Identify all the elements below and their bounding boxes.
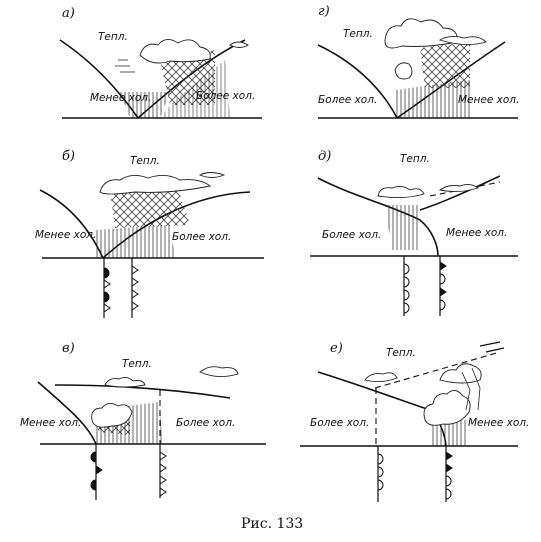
panel-d: д) Тепл. Более хол. Менее хол. — [310, 149, 518, 316]
cloud — [377, 185, 425, 199]
upper-front — [54, 384, 231, 399]
cold-front-symbol — [95, 465, 103, 475]
warm-air-label: Тепл. — [130, 155, 160, 167]
right-air-label: Более хол. — [172, 231, 231, 243]
warm-front-symbol — [90, 479, 97, 491]
right-air-label: Более хол. — [196, 90, 255, 102]
cold-front-symbol — [445, 451, 453, 461]
upper-dashed-front — [374, 351, 501, 389]
warm-air-label: Тепл. — [122, 358, 152, 370]
cloud — [104, 376, 146, 388]
panel-v: в) Тепл. Менее хол. Более хол. — [20, 341, 266, 500]
precipitation-hatch — [95, 225, 175, 258]
panel-letter: д) — [318, 149, 331, 164]
right-air-label: Менее хол. — [468, 417, 529, 429]
cloud — [91, 403, 133, 428]
warm-front-left — [317, 44, 398, 119]
cloud — [438, 35, 487, 45]
upper-front — [419, 175, 501, 211]
panel-letter: а) — [62, 6, 75, 21]
cold-front-symbols — [131, 265, 139, 311]
precipitation-hatch — [385, 205, 420, 250]
panel-letter: е) — [330, 341, 343, 356]
warm-air-label: Тепл. — [343, 28, 373, 40]
panel-g: г) Тепл. Более хол. Менее хол. — [317, 4, 519, 119]
cloud-crosshatch — [420, 42, 470, 88]
cloud — [384, 18, 458, 49]
warm-front-symbols — [403, 263, 410, 314]
cloud — [199, 366, 239, 377]
cloud — [423, 390, 471, 426]
panel-e: е) Тепл. Более хол. Менее хол. — [300, 341, 529, 502]
cloud — [139, 39, 211, 64]
cold-front-symbol — [439, 261, 447, 271]
front-left — [37, 381, 97, 445]
left-air-label: Менее хол. — [35, 229, 96, 241]
dash-marks — [115, 59, 135, 73]
cold-front-symbol — [439, 287, 447, 297]
warm-front-symbol — [445, 488, 452, 500]
cloud — [438, 183, 479, 193]
warm-front-symbol — [439, 299, 446, 311]
rain-streaks — [461, 367, 481, 411]
cold-front-symbol — [103, 303, 111, 313]
precipitation-hatch — [395, 80, 470, 118]
cloud-wisp — [229, 41, 249, 48]
warm-air-label: Тепл. — [400, 153, 430, 165]
warm-front-symbol — [439, 273, 446, 285]
cold-air-hatch — [160, 60, 230, 118]
left-air-label: Менее хол. — [20, 417, 81, 429]
panel-letter: б) — [62, 149, 75, 164]
cold-front-symbols — [159, 451, 167, 497]
cloud-wisp — [198, 172, 226, 178]
warm-front-symbols — [377, 453, 384, 491]
right-air-label: Менее хол. — [458, 94, 519, 106]
warm-front-symbol — [90, 451, 97, 463]
front-left — [39, 189, 104, 259]
precipitation-hatch — [120, 92, 170, 118]
warm-air-label: Тепл. — [386, 347, 416, 359]
cold-front-symbol — [445, 463, 453, 473]
panel-a: а) Тепл. Менее хол. Более хол. — [59, 6, 262, 119]
right-air-label: Менее хол. — [446, 227, 507, 239]
cloud — [99, 175, 212, 195]
warm-front-symbol — [103, 291, 110, 303]
precipitation-hatch — [430, 420, 468, 446]
upper-arrow-dashes — [479, 341, 505, 353]
panel-letter: г) — [318, 4, 330, 19]
left-air-label: Более хол. — [310, 417, 369, 429]
panel-b: б) Тепл. Менее хол. Более хол. — [35, 149, 264, 318]
warm-front-symbol — [103, 267, 110, 279]
cloud — [364, 372, 398, 383]
left-air-label: Менее хол. — [90, 92, 151, 104]
right-air-label: Более хол. — [176, 417, 235, 429]
figure-caption: Рис. 133 — [241, 516, 303, 532]
panel-letter: в) — [62, 341, 75, 356]
cold-front-symbol — [103, 279, 111, 289]
left-air-label: Более хол. — [318, 94, 377, 106]
warm-air-label: Тепл. — [98, 31, 128, 43]
cloud — [394, 62, 413, 80]
warm-front-symbol — [445, 475, 452, 487]
left-air-label: Более хол. — [322, 229, 381, 241]
cloud — [439, 363, 482, 384]
